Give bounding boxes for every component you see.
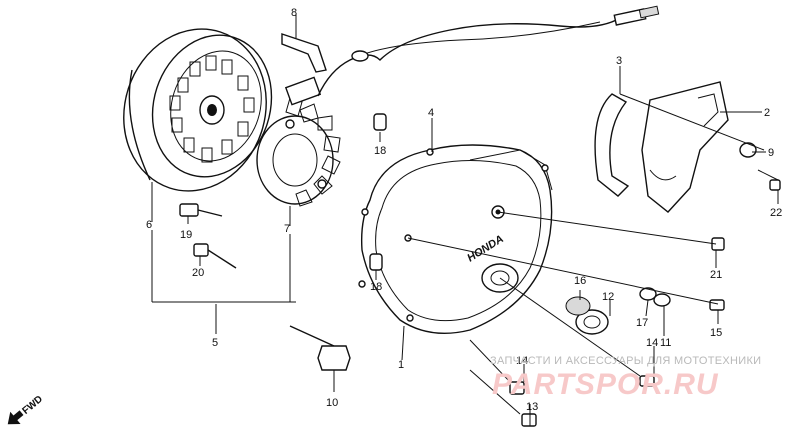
part-label-12: 12 — [602, 291, 614, 303]
part-label-19: 19 — [180, 229, 192, 241]
watermark-brand: PARTSPOR.RU — [492, 368, 719, 401]
part-label-18a: 18 — [374, 145, 386, 157]
stator — [256, 76, 341, 207]
flywheel — [123, 28, 273, 192]
part-label-14a: 14 — [516, 355, 528, 367]
wire-harness — [317, 5, 660, 97]
left-crankcase-cover: HONDA — [358, 144, 553, 335]
part-label-6: 6 — [146, 219, 152, 231]
part-label-22: 22 — [770, 207, 782, 219]
part-label-3: 3 — [616, 55, 622, 67]
small-parts — [179, 113, 781, 427]
part-label-1: 1 — [398, 359, 404, 371]
part-label-11: 11 — [660, 337, 671, 349]
part-label-15: 15 — [710, 327, 722, 339]
wire-clamp — [281, 14, 327, 73]
part-labels: 1 2 3 4 5 6 7 8 9 10 11 12 13 14 14 15 1… — [146, 7, 782, 413]
forward-direction-marker: FWD — [7, 394, 45, 425]
watermark-tagline: ЗАПЧАСТИ И АКСЕССУАРЫ ДЛЯ МОТОТЕХНИКИ — [490, 355, 761, 367]
arrow-left-icon — [7, 410, 24, 425]
part-label-18b: 18 — [370, 281, 382, 293]
part-label-4: 4 — [428, 107, 434, 119]
fwd-label: FWD — [20, 394, 45, 417]
part-label-2: 2 — [764, 107, 770, 119]
part-label-5: 5 — [212, 337, 218, 349]
part-label-13: 13 — [526, 401, 538, 413]
part-label-14b: 14 — [646, 337, 658, 349]
part-label-20: 20 — [192, 267, 204, 279]
leader-lines — [151, 22, 779, 426]
cover-brand-text: HONDA — [465, 233, 506, 265]
part-label-9: 9 — [768, 147, 774, 159]
watermark: ЗАПЧАСТИ И АКСЕССУАРЫ ДЛЯ МОТОТЕХНИКИ PA… — [490, 355, 761, 401]
sprocket-cover — [594, 81, 729, 213]
part-label-7: 7 — [284, 223, 290, 235]
part-label-17: 17 — [636, 317, 648, 329]
part-label-10: 10 — [326, 397, 338, 409]
part-label-21: 21 — [710, 269, 722, 281]
part-label-16: 16 — [574, 275, 586, 287]
part-label-8: 8 — [291, 7, 297, 19]
